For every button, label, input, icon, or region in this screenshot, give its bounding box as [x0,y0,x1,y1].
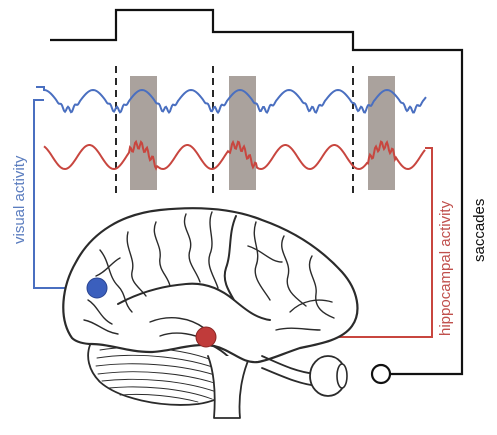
saccades-label: saccades [471,199,488,262]
cortical-sulci [83,211,335,343]
lateral-sulcus [117,282,271,321]
visual-activity-label: visual activity [11,155,28,244]
brain-illustration [62,207,359,419]
saccade-markers [115,66,354,196]
hippocampal-activity-label: hippocampal activity [437,200,454,336]
hippocampus-electrode [195,326,217,348]
saccade-trace [50,8,464,376]
visual-activity-trace [36,86,427,115]
central-sulcus [223,215,237,301]
shaded-epoch-1 [130,76,157,190]
cerebrum-outline [62,207,359,364]
optic-nerve [261,355,319,387]
brainstem [207,355,251,419]
eye-tracker-node [370,363,392,385]
eye-pupil [336,363,348,389]
visual-cortex-electrode [86,277,108,299]
shaded-epoch-2 [229,76,256,190]
hippocampal-activity-trace [43,139,426,171]
shaded-epochs [130,76,395,190]
shaded-epoch-3 [368,76,395,190]
